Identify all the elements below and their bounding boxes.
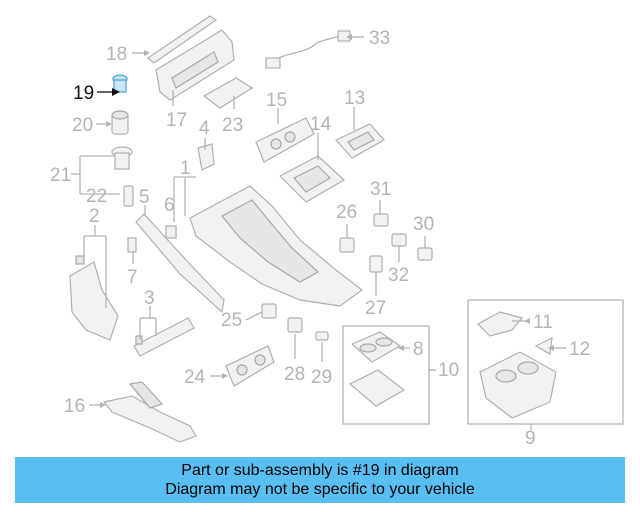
part-13-shift-boot <box>335 123 385 159</box>
callout-5: 5 <box>139 187 150 208</box>
part-14-trim-frame <box>278 155 346 203</box>
callout-4: 4 <box>199 118 210 139</box>
callout-8: 8 <box>413 339 424 360</box>
part-21-lighter <box>111 146 133 170</box>
part-18-trim-strip <box>147 15 218 64</box>
part-33-cable <box>265 30 351 69</box>
callout-16: 16 <box>64 396 85 417</box>
part-31-switch <box>373 213 389 227</box>
part-3-bracket <box>133 317 195 357</box>
callout-21: 21 <box>50 165 71 186</box>
part-10-tray <box>348 369 406 407</box>
callout-23: 23 <box>222 115 243 136</box>
part-8-cupholder-insert <box>350 331 402 363</box>
part-26-switch <box>339 237 355 253</box>
part-2-side-trim <box>69 255 119 341</box>
leader-lines <box>71 36 566 430</box>
group-frame-10 <box>342 325 430 425</box>
part-23-switch-panel <box>202 77 254 109</box>
callout-3: 3 <box>144 288 155 309</box>
banner-line-1: Part or sub-assembly is #19 in diagram <box>181 462 459 479</box>
part-9-cupholder <box>479 351 557 419</box>
part-12-clip <box>534 336 553 355</box>
callout-19-arrowhead <box>112 88 120 96</box>
callout-25: 25 <box>221 310 242 331</box>
callout-18: 18 <box>106 44 127 65</box>
info-banner: Part or sub-assembly is #19 in diagram D… <box>15 457 625 503</box>
callout-10: 10 <box>438 360 459 381</box>
leader-arrowheads <box>100 34 554 408</box>
part-4-bracket <box>197 143 215 171</box>
part-17-bezel <box>155 29 235 101</box>
callout-29: 29 <box>311 367 332 388</box>
part-22-plug <box>123 185 134 207</box>
callout-13: 13 <box>344 88 365 109</box>
callout-labels: 1 2 3 4 5 6 7 8 9 10 11 12 13 14 15 16 1… <box>50 28 590 449</box>
part-27-switch <box>369 255 383 273</box>
callout-14: 14 <box>310 114 332 135</box>
callout-30: 30 <box>413 214 434 235</box>
part-29-switch <box>315 331 329 341</box>
banner-line-2: Diagram may not be specific to your vehi… <box>165 481 475 498</box>
callout-9: 9 <box>525 428 536 449</box>
part-24-climate-control <box>225 345 275 387</box>
callout-24: 24 <box>184 367 206 388</box>
part-11-mat <box>477 311 524 337</box>
callout-20: 20 <box>72 115 93 136</box>
callout-7: 7 <box>127 267 138 288</box>
part-30-switch <box>417 247 433 261</box>
callout-27: 27 <box>365 298 386 319</box>
part-5-side-panel <box>135 213 225 314</box>
callout-32: 32 <box>388 265 409 286</box>
part-28-switch <box>287 317 303 333</box>
callout-17: 17 <box>166 110 187 131</box>
part-25-switch <box>261 303 277 319</box>
part-7-clip <box>127 237 137 253</box>
part-20-socket <box>111 110 129 135</box>
callout-19: 19 <box>73 83 94 104</box>
callout-31: 31 <box>370 179 391 200</box>
callout-6: 6 <box>164 195 175 216</box>
callout-33: 33 <box>369 28 390 49</box>
callout-12: 12 <box>569 339 590 360</box>
callout-15: 15 <box>266 90 287 111</box>
part-32-switch <box>391 233 407 247</box>
part-6-clip <box>165 225 177 239</box>
group-frame-9 <box>467 299 624 425</box>
part-15-control-panel <box>255 117 315 163</box>
part-16-duct <box>102 381 197 443</box>
callout-1: 1 <box>180 158 191 179</box>
part-1-center-console <box>189 185 364 307</box>
callout-28: 28 <box>284 364 305 385</box>
callout-22: 22 <box>86 186 107 207</box>
callout-11: 11 <box>533 312 553 333</box>
callout-26: 26 <box>336 202 357 223</box>
part-19-connector <box>112 74 128 93</box>
callout-2: 2 <box>89 206 100 227</box>
